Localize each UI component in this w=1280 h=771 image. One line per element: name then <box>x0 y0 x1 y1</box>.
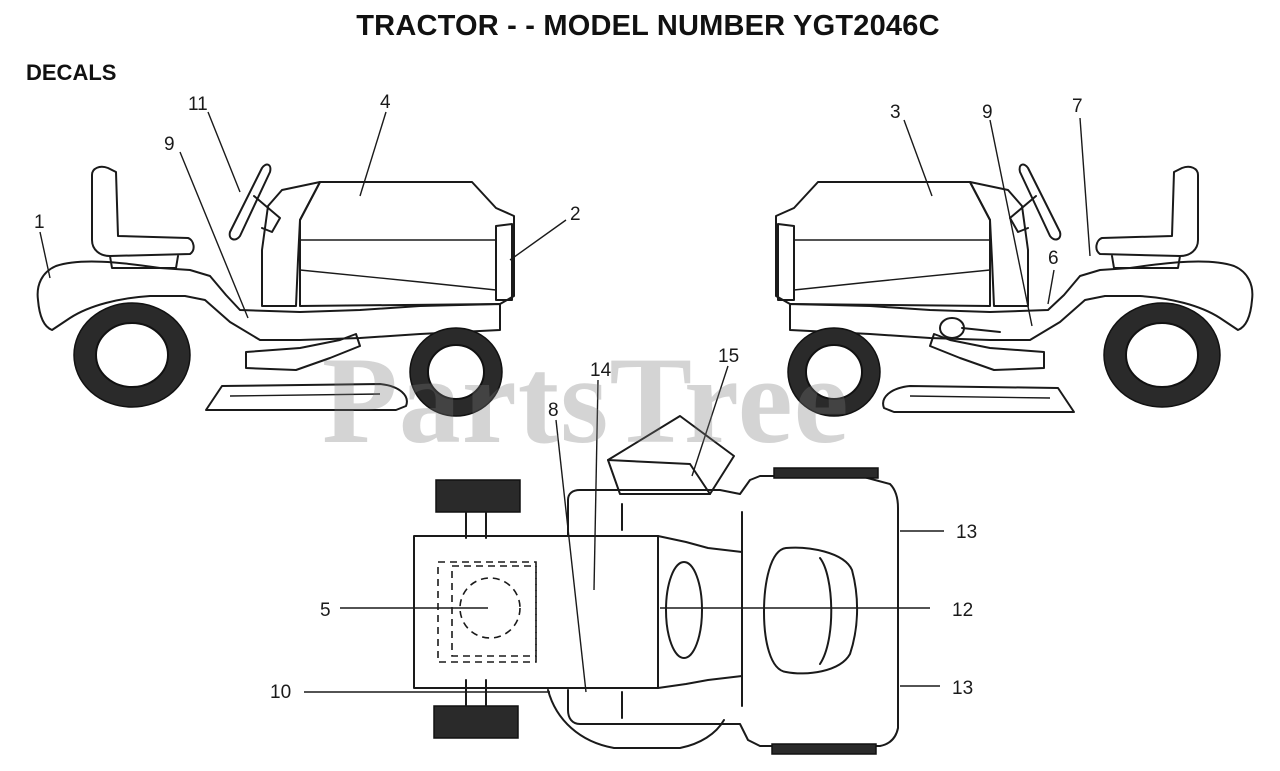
leader-right-7 <box>1079 117 1091 257</box>
left-seat <box>91 165 195 257</box>
right-rear-hub <box>1125 322 1199 388</box>
top-seat-outline-inner <box>451 565 537 657</box>
callout-top-13b: 13 <box>952 678 973 699</box>
callout-top-15: 15 <box>718 346 739 367</box>
left-front-hub <box>427 344 485 400</box>
callout-top-12: 12 <box>952 600 973 621</box>
top-deck-circle <box>547 689 725 749</box>
leader-right-9 <box>989 119 1033 327</box>
callout-right-3: 3 <box>890 102 901 123</box>
left-hood-line-2 <box>299 269 497 291</box>
left-grille <box>495 223 513 301</box>
top-seat-outline <box>437 561 537 663</box>
leader-left-2 <box>509 219 567 261</box>
top-left-tire-lower <box>433 705 519 739</box>
leader-left-1 <box>39 231 51 279</box>
leader-top-15 <box>691 365 729 477</box>
leader-left-9 <box>179 151 249 319</box>
right-seat-base <box>1111 255 1181 269</box>
leader-right-3 <box>903 119 933 197</box>
left-rear-hub <box>95 322 169 388</box>
right-rear-fender <box>789 260 1254 341</box>
left-mower-deck <box>205 383 408 411</box>
callout-right-6: 6 <box>1048 248 1059 269</box>
top-body-box <box>413 535 659 689</box>
right-seat <box>1095 165 1199 257</box>
right-front-hub <box>805 344 863 400</box>
leader-left-4 <box>359 111 387 197</box>
right-side-tractor <box>775 117 1254 417</box>
leader-right-6 <box>1047 269 1055 305</box>
left-deck-inner <box>229 393 381 397</box>
top-left-tire-upper <box>435 479 521 513</box>
callout-left-2: 2 <box>570 204 581 225</box>
callout-top-14: 14 <box>590 360 612 381</box>
left-steering-wheel <box>228 163 272 241</box>
top-grille-inner <box>819 557 833 665</box>
top-discharge-chute <box>607 415 735 495</box>
callout-right-9: 9 <box>982 102 993 123</box>
right-hood <box>775 181 991 307</box>
callout-left-4: 4 <box>380 92 391 113</box>
top-front-tire-upper <box>773 467 879 479</box>
top-chute-base <box>607 459 711 495</box>
section-title: DECALS <box>26 60 117 85</box>
left-hood <box>299 181 515 307</box>
left-seat-base <box>109 255 179 269</box>
callout-right-7: 7 <box>1072 96 1083 117</box>
left-footboard <box>245 333 361 371</box>
top-hood-neck <box>657 535 743 689</box>
top-steering-oval <box>665 561 703 659</box>
callout-top-8: 8 <box>548 400 559 421</box>
right-steering-wheel <box>1018 163 1062 241</box>
right-lever <box>961 327 1001 333</box>
right-footboard <box>929 333 1045 371</box>
top-grille-oval <box>763 546 859 675</box>
left-side-tractor <box>36 111 567 417</box>
page-title: TRACTOR - - MODEL NUMBER YGT2046C <box>356 10 940 42</box>
leader-top-8 <box>555 419 587 693</box>
callout-top-10: 10 <box>270 682 291 703</box>
right-hood-line-2 <box>793 269 991 291</box>
right-mower-deck <box>882 385 1075 413</box>
callout-left-1: 1 <box>34 212 45 233</box>
right-lever-knob <box>939 317 965 339</box>
top-front-tire-lower <box>771 743 877 755</box>
left-rear-fender <box>36 260 501 341</box>
leader-left-11 <box>207 111 241 193</box>
right-grille <box>777 223 795 301</box>
right-deck-inner <box>909 395 1051 399</box>
callout-left-11: 11 <box>188 94 208 115</box>
callout-left-9: 9 <box>164 134 175 155</box>
top-seat-circle <box>459 577 521 639</box>
top-deck-upper <box>567 475 899 747</box>
top-view-tractor <box>304 365 944 755</box>
callout-top-5: 5 <box>320 600 331 621</box>
leader-top-14 <box>593 379 599 591</box>
callout-top-13a: 13 <box>956 522 977 543</box>
